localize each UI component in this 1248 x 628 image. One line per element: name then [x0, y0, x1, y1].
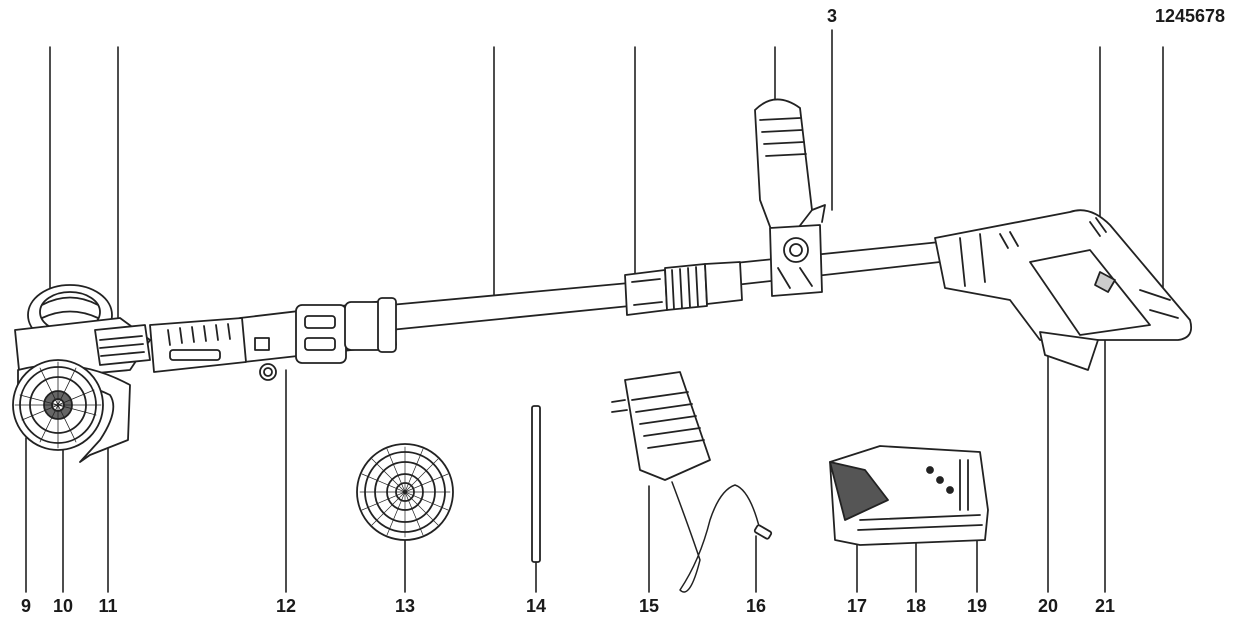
callout-label-18: 18 — [905, 596, 927, 616]
spare-wire-brush — [356, 443, 454, 541]
lower-grip — [149, 317, 247, 373]
shaft-coupler — [624, 261, 743, 316]
callout-label-16: 16 — [745, 596, 767, 616]
cutting-head — [14, 284, 151, 381]
callout-label-13: 13 — [394, 596, 416, 616]
wire-brush-mounted — [12, 359, 104, 451]
callout-label-1245678: 1245678 — [1154, 6, 1226, 26]
callout-label-14: 14 — [525, 596, 547, 616]
lower-shaft-clamps — [239, 297, 397, 381]
callout-label-17: 17 — [846, 596, 868, 616]
callout-label-10: 10 — [52, 596, 74, 616]
callout-label-12: 12 — [275, 596, 297, 616]
battery-pack — [829, 445, 989, 546]
hex-key — [531, 405, 541, 563]
callout-label-15: 15 — [638, 596, 660, 616]
callout-label-3: 3 — [826, 6, 838, 26]
callout-label-11: 11 — [98, 596, 118, 616]
charger-cable — [671, 481, 773, 593]
callout-label-21: 21 — [1094, 596, 1116, 616]
leader-lines — [25, 29, 1164, 593]
main-handle — [934, 209, 1193, 371]
callout-label-9: 9 — [20, 596, 32, 616]
callout-label-20: 20 — [1037, 596, 1059, 616]
callout-label-19: 19 — [966, 596, 988, 616]
auxiliary-handle — [754, 98, 826, 297]
charger — [611, 371, 711, 481]
